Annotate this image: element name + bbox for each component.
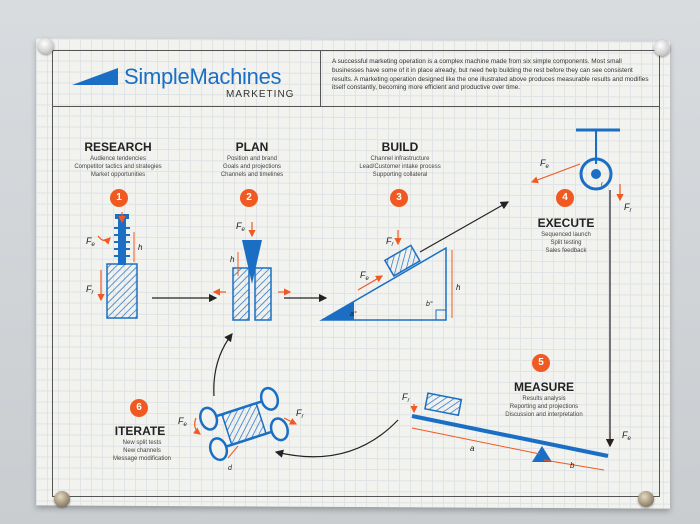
label-r-execute: r [601, 182, 604, 188]
pulley-machine [530, 128, 624, 202]
step-badge-1: 1 [110, 189, 128, 207]
mounting-pin-bottom-left [54, 491, 70, 507]
step-title-research: RESEARCH [84, 140, 152, 154]
label-fe-execute: Fe [540, 158, 550, 170]
flow-arrow-3-4 [419, 201, 510, 253]
label-h-research: h [138, 243, 143, 252]
label-fe-measure: Fe [622, 430, 632, 442]
step-title-build: BUILD [381, 140, 419, 154]
screw-machine [97, 212, 138, 319]
label-h-build: h [456, 283, 461, 292]
flow-arrow-5-6 [274, 419, 399, 458]
label-angle-b: b° [426, 300, 433, 308]
step-title-iterate: ITERATE [114, 424, 166, 438]
flow-arrow-6-2 [213, 333, 233, 397]
label-fr-measure: Fr [402, 392, 411, 404]
step-title-measure: MEASURE [513, 380, 574, 394]
label-h-plan: h [230, 255, 235, 264]
step-badge-6: 6 [130, 399, 148, 417]
intro-text: A successful marketing operation is a co… [332, 58, 649, 92]
wheel-axle-machine [193, 386, 298, 462]
poster-border [52, 50, 660, 497]
step-title-execute: EXECUTE [537, 216, 595, 230]
logo-subtitle: MARKETING [226, 89, 295, 100]
logo-wedge-icon [72, 68, 118, 85]
label-fr-build: Fr [386, 236, 395, 248]
incline-machine [319, 230, 453, 321]
step-badge-5: 5 [532, 354, 550, 372]
label-fr-execute: Fr [624, 202, 633, 214]
mounting-pin-bottom-right [638, 491, 654, 507]
step-badge-2: 2 [240, 189, 258, 207]
label-fe-build: Fe [360, 270, 370, 282]
header-column-divider [320, 50, 321, 106]
label-d-iterate: d [228, 465, 233, 472]
label-a-measure: a [470, 444, 475, 453]
mounting-pin-top-right [654, 40, 670, 56]
header-divider [52, 106, 660, 107]
logo-name: SimpleMachines [124, 64, 282, 89]
wedge-machine [212, 222, 292, 321]
label-fe-iterate: Fe [178, 416, 188, 428]
step-title-plan: PLAN [235, 140, 269, 154]
label-fe-research: Fe [86, 236, 96, 248]
label-b-measure: b [570, 461, 575, 470]
label-fr-research: Fr [86, 284, 95, 296]
label-angle-a: a° [350, 310, 357, 318]
label-fe-plan: Fe [236, 221, 246, 233]
label-fr-iterate: Fr [296, 408, 305, 420]
step-badge-3: 3 [390, 189, 408, 207]
lever-machine [410, 392, 614, 471]
mounting-pin-top-left [38, 38, 54, 54]
step-badge-4: 4 [556, 189, 574, 207]
